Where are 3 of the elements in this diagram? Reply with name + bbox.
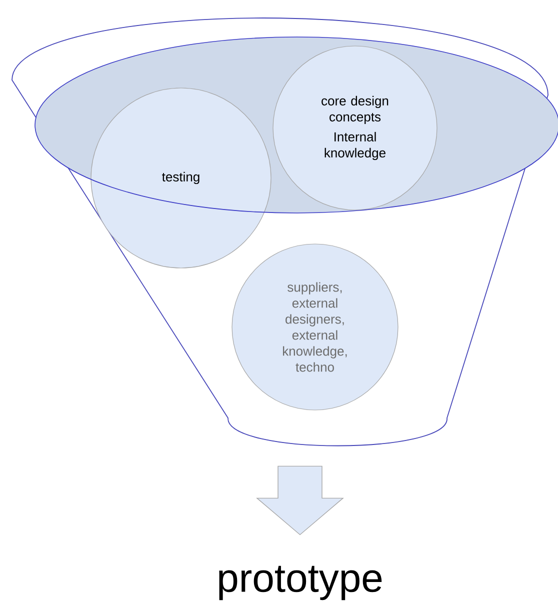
block-arrow <box>256 466 344 536</box>
funnel-drawing <box>12 18 548 446</box>
label: prototype <box>219 566 382 600</box>
